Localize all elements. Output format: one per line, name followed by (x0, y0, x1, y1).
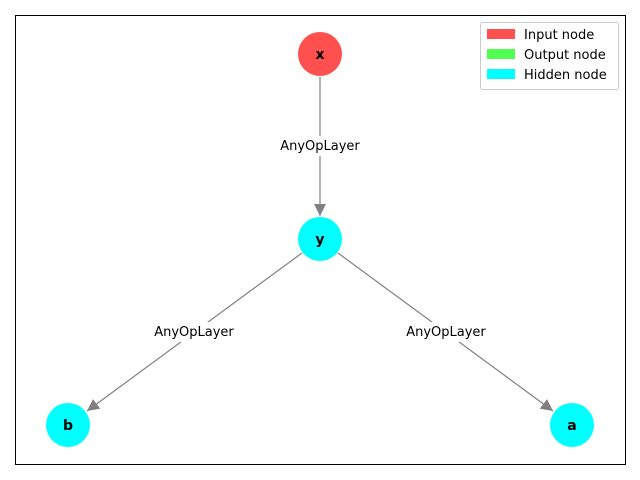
node-y[interactable]: y (298, 217, 342, 261)
edge-y-a: AnyOpLayer (337, 252, 554, 412)
node-b-label: b (63, 418, 73, 434)
legend-swatch-input (487, 29, 515, 39)
node-x-label: x (315, 47, 324, 63)
node-a-label: a (567, 418, 576, 434)
edge-label-bg (401, 322, 491, 342)
legend-item-hidden: Hidden node (487, 68, 607, 83)
plot-frame (15, 15, 626, 465)
node-a[interactable]: a (550, 403, 594, 447)
legend-item-output: Output node (487, 48, 606, 63)
legend-label-hidden: Hidden node (524, 68, 607, 83)
edge-label-y-a: AnyOpLayer (406, 325, 486, 340)
edge-label-y-b: AnyOpLayer (154, 325, 234, 340)
legend-swatch-output (487, 49, 515, 59)
legend-label-output: Output node (524, 48, 606, 63)
edge-label-bg (275, 136, 365, 156)
node-y-label: y (315, 232, 324, 248)
edge-label-bg (149, 322, 239, 342)
legend-swatch-hidden (487, 69, 515, 79)
edge-y-b: AnyOpLayer (86, 252, 303, 412)
node-b[interactable]: b (46, 403, 90, 447)
edge-x-y: AnyOpLayer (275, 77, 365, 216)
node-y-circle (298, 217, 342, 261)
edge-label-x-y: AnyOpLayer (280, 139, 360, 154)
node-x-circle (298, 32, 342, 76)
node-x[interactable]: x (298, 32, 342, 76)
legend-label-input: Input node (524, 28, 594, 43)
node-b-circle (46, 403, 90, 447)
legend-item-input: Input node (487, 28, 594, 43)
legend: Input node Output node Hidden node (480, 22, 619, 90)
node-a-circle (550, 403, 594, 447)
